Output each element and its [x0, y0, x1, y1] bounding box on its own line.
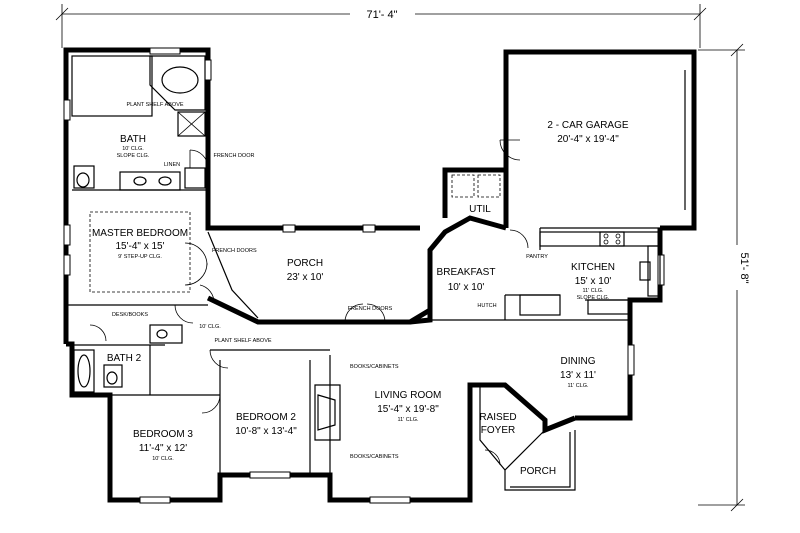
living-room-size: 15'-4" x 19'-8"	[377, 404, 439, 415]
master-bedroom-name: MASTER BEDROOM	[92, 228, 188, 239]
util-name: UTIL	[469, 204, 491, 215]
master-bedroom-note: 9' STEP-UP CLG.	[118, 254, 162, 260]
bedroom2-name: BEDROOM 2	[236, 412, 296, 423]
hutch-note: HUTCH	[477, 303, 496, 309]
fixtures	[71, 55, 686, 441]
breakfast-name: BREAKFAST	[437, 267, 496, 278]
overall-width-dimension: 71'- 4"	[55, 4, 707, 48]
master-bath-note2: SLOPE CLG.	[117, 153, 150, 159]
garage-size: 20'-4" x 19'-4"	[557, 134, 619, 145]
kitchen-name: KITCHEN	[571, 262, 615, 273]
plant-shelf-note-hall: PLANT SHELF ABOVE	[214, 338, 271, 344]
interior-walls	[66, 130, 660, 475]
living-room-note: 11' CLG.	[397, 417, 419, 423]
doors	[89, 139, 529, 466]
front-porch-name: PORCH	[520, 466, 556, 477]
plan-notes: PLANT SHELF ABOVE LINEN FRENCH DOOR FREN…	[112, 102, 548, 460]
room-labels: 2 - CAR GARAGE 20'-4" x 19'-4" BATH 10' …	[92, 120, 629, 477]
windows	[63, 47, 665, 504]
french-doors-porch-note: FRENCH DOORS	[348, 306, 393, 312]
bedroom3-note: 10' CLG.	[152, 456, 174, 462]
books-cabinets-note-bottom: BOOKS/CABINETS	[350, 454, 399, 460]
living-room-name: LIVING ROOM	[375, 390, 442, 401]
master-bath-name: BATH	[120, 134, 146, 145]
overall-width-label: 71'- 4"	[366, 9, 397, 21]
bedroom3-size: 11'-4" x 12'	[139, 443, 187, 454]
pantry-note: PANTRY	[526, 254, 548, 260]
foyer-name1: RAISED	[479, 412, 516, 423]
front-entry-outline	[467, 382, 576, 491]
french-doors-master-note: FRENCH DOORS	[212, 248, 257, 254]
linen-note: LINEN	[164, 162, 180, 168]
kitchen-note2: SLOPE CLG.	[577, 295, 610, 301]
bedroom3-name: BEDROOM 3	[133, 429, 193, 440]
porch-name: PORCH	[287, 258, 323, 269]
back-porch-outline	[205, 215, 507, 325]
dining-name: DINING	[561, 356, 596, 367]
breakfast-size: 10' x 10'	[448, 282, 485, 293]
master-bedroom-size: 15'-4" x 15'	[115, 241, 164, 252]
dining-note: 11' CLG.	[567, 383, 589, 389]
hall-clg-note: 10' CLG.	[199, 324, 221, 330]
bath2-name: BATH 2	[107, 353, 142, 364]
overall-depth-dimension: 51'- 8"	[698, 43, 750, 512]
books-cabinets-note-top: BOOKS/CABINETS	[350, 364, 399, 370]
porch-size: 23' x 10'	[287, 272, 324, 283]
dining-size: 13' x 11'	[560, 370, 596, 381]
french-door-note: FRENCH DOOR	[214, 153, 255, 159]
kitchen-size: 15' x 10'	[575, 276, 612, 287]
garage-name: 2 - CAR GARAGE	[547, 120, 628, 131]
master-bath-note1: 10' CLG.	[122, 146, 144, 152]
kitchen-note1: 11' CLG.	[582, 288, 604, 294]
overall-depth-label: 51'- 8"	[738, 252, 750, 283]
bedroom2-size: 10'-8" x 13'-4"	[235, 426, 297, 437]
desk-books-note: DESK/BOOKS	[112, 312, 148, 318]
foyer-name2: FOYER	[481, 425, 515, 436]
plant-shelf-note-top: PLANT SHELF ABOVE	[126, 102, 183, 108]
